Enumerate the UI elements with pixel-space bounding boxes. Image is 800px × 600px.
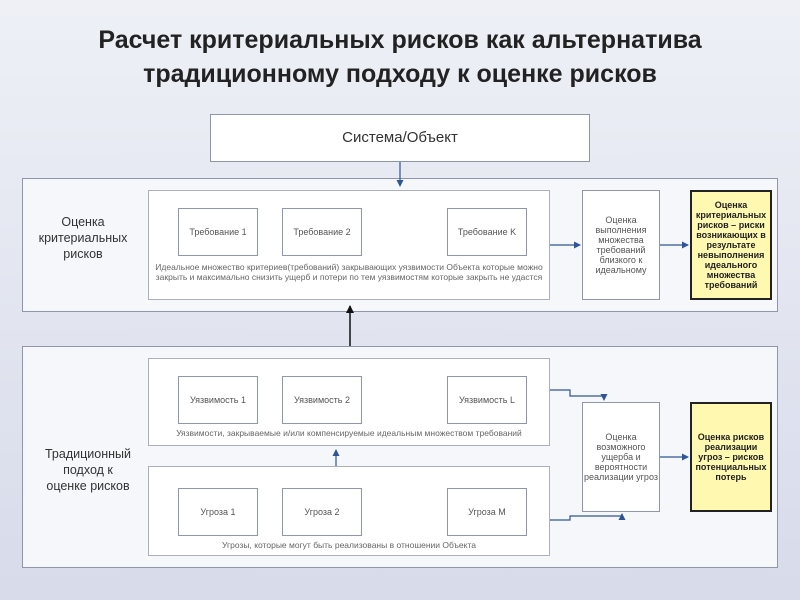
threat-1-box: Угроза 1 (178, 488, 258, 536)
slide-title-line-2: традиционному подходу к оценке рисков (143, 60, 657, 88)
criteria-risk-result-box: Оценка критериальных рисков – риски возн… (690, 190, 772, 300)
threat-assessment-box: Оценка возможного ущерба и вероятности р… (582, 402, 660, 512)
requirement-2-box: Требование 2 (282, 208, 362, 256)
threat-2-box: Угроза 2 (282, 488, 362, 536)
traditional-approach-label: Традиционный подход к оценке рисков (45, 447, 131, 493)
system-object-box: Система/Объект (210, 114, 590, 162)
requirements-assessment-box: Оценка выполнения множества требований б… (582, 190, 660, 300)
vulnerability-l-box: Уязвимость L (447, 376, 527, 424)
requirements-caption: Идеальное множество критериев(требований… (155, 262, 543, 282)
traditional-risk-result-box: Оценка рисков реализации угроз – рисков … (690, 402, 772, 512)
requirement-1-box: Требование 1 (178, 208, 258, 256)
vulnerability-2-box: Уязвимость 2 (282, 376, 362, 424)
requirement-k-box: Требование K (447, 208, 527, 256)
vulnerability-1-box: Уязвимость 1 (178, 376, 258, 424)
criteria-risk-label: Оценка критериальных рисков (38, 215, 128, 261)
threats-caption: Угрозы, которые могут быть реализованы в… (222, 540, 476, 550)
threat-m-box: Угроза M (447, 488, 527, 536)
vulnerabilities-caption: Уязвимости, закрываемые и/или компенсиру… (176, 428, 522, 438)
slide-title-line-1: Расчет критериальных рисков как альтерна… (98, 26, 702, 54)
